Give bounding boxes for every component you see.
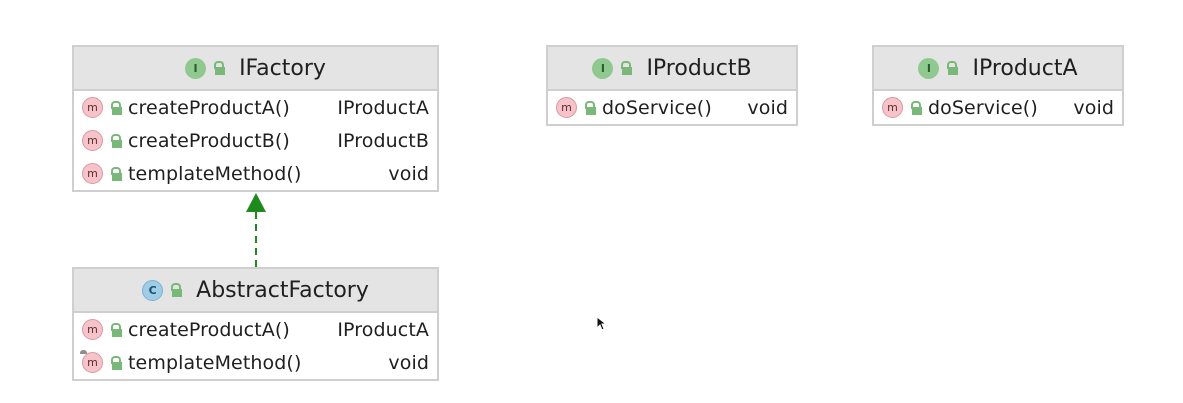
- public-lock-icon: [619, 61, 633, 75]
- class-icon: C: [142, 279, 164, 301]
- method-icon: m: [82, 130, 103, 151]
- method-return-type: void: [1073, 96, 1114, 119]
- class-box-ifactory[interactable]: I IFactory m createProductA() IProductA …: [72, 45, 439, 192]
- class-header-ifactory: I IFactory: [74, 47, 437, 91]
- interface-icon: I: [185, 57, 207, 79]
- public-lock-icon: [583, 100, 596, 115]
- method-icon: m: [882, 97, 903, 118]
- public-lock-icon: [109, 166, 122, 181]
- public-lock-icon: [109, 133, 122, 148]
- class-header-iproduct-a: I IProductA: [874, 47, 1122, 91]
- method-name: createProductA(): [128, 318, 290, 341]
- class-name: AbstractFactory: [196, 277, 369, 303]
- override-method-icon: m: [80, 350, 103, 373]
- method-icon: m: [556, 97, 577, 118]
- method-name: templateMethod(): [128, 162, 302, 185]
- method-row[interactable]: m doService() void: [548, 91, 796, 124]
- method-return-type: void: [388, 162, 429, 185]
- method-row[interactable]: m doService() void: [874, 91, 1122, 124]
- public-lock-icon: [909, 100, 922, 115]
- method-return-type: IProductA: [337, 318, 429, 341]
- public-lock-icon: [109, 100, 122, 115]
- public-lock-icon: [109, 355, 122, 370]
- method-return-type: IProductB: [337, 129, 429, 152]
- class-box-iproduct-a[interactable]: I IProductA m doService() void: [872, 45, 1124, 126]
- method-icon: m: [82, 163, 103, 184]
- interface-icon: I: [918, 57, 940, 79]
- class-header-iproduct-b: I IProductB: [548, 47, 796, 91]
- method-icon: m: [82, 352, 103, 373]
- method-return-type: void: [388, 351, 429, 374]
- override-mark-icon: [80, 350, 87, 354]
- class-box-abstract-factory[interactable]: C AbstractFactory m createProductA() IPr…: [72, 267, 439, 381]
- method-row[interactable]: m templateMethod() void: [74, 346, 437, 379]
- method-row[interactable]: m templateMethod() void: [74, 157, 437, 190]
- method-return-type: void: [747, 96, 788, 119]
- method-name: createProductA(): [128, 96, 290, 119]
- method-name: doService(): [928, 96, 1038, 119]
- method-row[interactable]: m createProductA() IProductA: [74, 91, 437, 124]
- method-name: doService(): [602, 96, 712, 119]
- class-name: IProductA: [972, 55, 1078, 81]
- public-lock-icon: [945, 61, 959, 75]
- method-row[interactable]: m createProductB() IProductB: [74, 124, 437, 157]
- method-icon: m: [82, 319, 103, 340]
- method-name: templateMethod(): [128, 351, 302, 374]
- method-icon: m: [82, 97, 103, 118]
- class-name: IProductB: [646, 55, 752, 81]
- class-name: IFactory: [239, 55, 326, 81]
- method-row[interactable]: m createProductA() IProductA: [74, 313, 437, 346]
- method-return-type: IProductA: [337, 96, 429, 119]
- mouse-cursor-icon: [596, 316, 608, 331]
- interface-icon: I: [592, 57, 614, 79]
- public-lock-icon: [169, 283, 183, 297]
- class-box-iproduct-b[interactable]: I IProductB m doService() void: [546, 45, 798, 126]
- class-header-abstract-factory: C AbstractFactory: [74, 269, 437, 313]
- method-name: createProductB(): [128, 129, 290, 152]
- public-lock-icon: [212, 61, 226, 75]
- public-lock-icon: [109, 322, 122, 337]
